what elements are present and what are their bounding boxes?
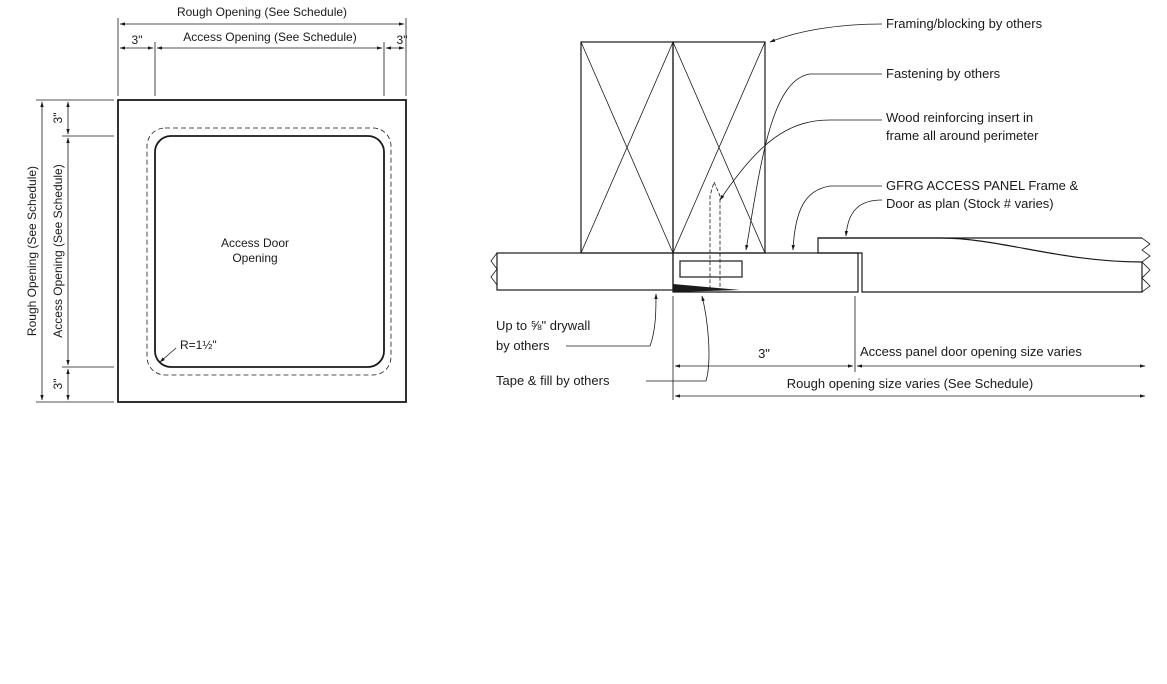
gfrg-door [817, 237, 1143, 293]
rough-opening-outline [117, 99, 407, 403]
dashed-opening-outline [146, 127, 392, 376]
access-door-label-line1: Access Door [221, 236, 289, 250]
radius-leader [159, 347, 177, 363]
gfrg-frame [672, 252, 859, 293]
wood-insert-note-line2: frame all around perimeter [886, 128, 1039, 143]
tape-fill [673, 284, 740, 292]
gfrg-note-line2: Door as plan (Stock # varies) [886, 196, 1054, 211]
door-opening-note: Access panel door opening size varies [860, 344, 1082, 359]
rough-opening-label: Rough Opening (See Schedule) [177, 5, 347, 19]
fastening-note: Fastening by others [886, 66, 1001, 81]
gfrg-note-line1: GFRG ACCESS PANEL Frame & [886, 178, 1078, 193]
radius-label: R=1½" [180, 338, 217, 352]
access-door-label-line2: Opening [232, 251, 277, 265]
rough-opening-vertical-label: Rough Opening (See Schedule) [25, 166, 39, 336]
access-door-opening [154, 135, 385, 368]
dim-left-label: 3" [132, 33, 143, 47]
drywall-note-line1: Up to ⅝" drywall [496, 318, 590, 333]
dim-bottom-side-label: 3" [51, 379, 65, 390]
tape-note: Tape & fill by others [496, 373, 610, 388]
rough-size-note: Rough opening size varies (See Schedule) [787, 376, 1033, 391]
dim-top-side-label: 3" [51, 113, 65, 124]
wood-insert-note-line1: Wood reinforcing insert in [886, 110, 1033, 125]
section-3in-label: 3" [758, 346, 770, 361]
access-opening-label: Access Opening (See Schedule) [183, 30, 356, 44]
wood-reinforcing-insert [679, 260, 743, 278]
drywall-note-line2: by others [496, 338, 550, 353]
plan-view: Rough Opening (See Schedule) Access Open… [25, 5, 408, 403]
fastener [709, 180, 721, 291]
section-view: Framing/blocking by others Fastening by … [490, 16, 1151, 400]
drywall [496, 252, 674, 291]
framing-note: Framing/blocking by others [886, 16, 1043, 31]
access-opening-vertical-label: Access Opening (See Schedule) [51, 164, 65, 337]
dim-right-label: 3" [397, 33, 408, 47]
